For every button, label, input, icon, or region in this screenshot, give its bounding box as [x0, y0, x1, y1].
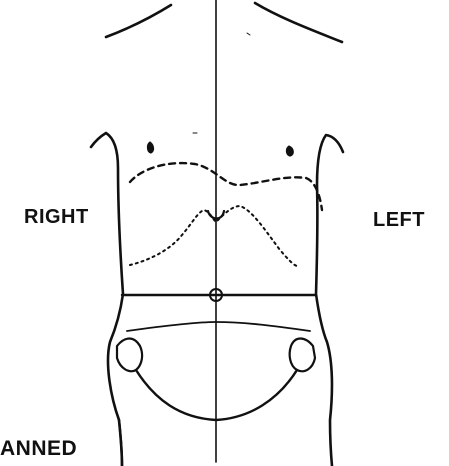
right-side-label: RIGHT [24, 206, 89, 229]
right-thigh-line [119, 420, 122, 466]
left-side-label: LEFT [373, 209, 425, 232]
left-hip-bone [290, 339, 315, 372]
right-hip-bone [117, 339, 142, 372]
left-neck-shoulder-curve [106, 5, 171, 37]
torso-right-side-outline [91, 133, 123, 466]
scan-speck [247, 33, 250, 35]
rib-margin-dashed-line [130, 163, 322, 210]
waistline-curve [127, 322, 310, 331]
planned-partial-label: ANNED [0, 437, 77, 461]
right-nipple [147, 142, 153, 153]
costal-dotted-outline [130, 206, 297, 266]
left-nipple [286, 146, 293, 156]
right-neck-shoulder-curve [255, 3, 342, 42]
torso-left-side-outline [316, 135, 343, 466]
